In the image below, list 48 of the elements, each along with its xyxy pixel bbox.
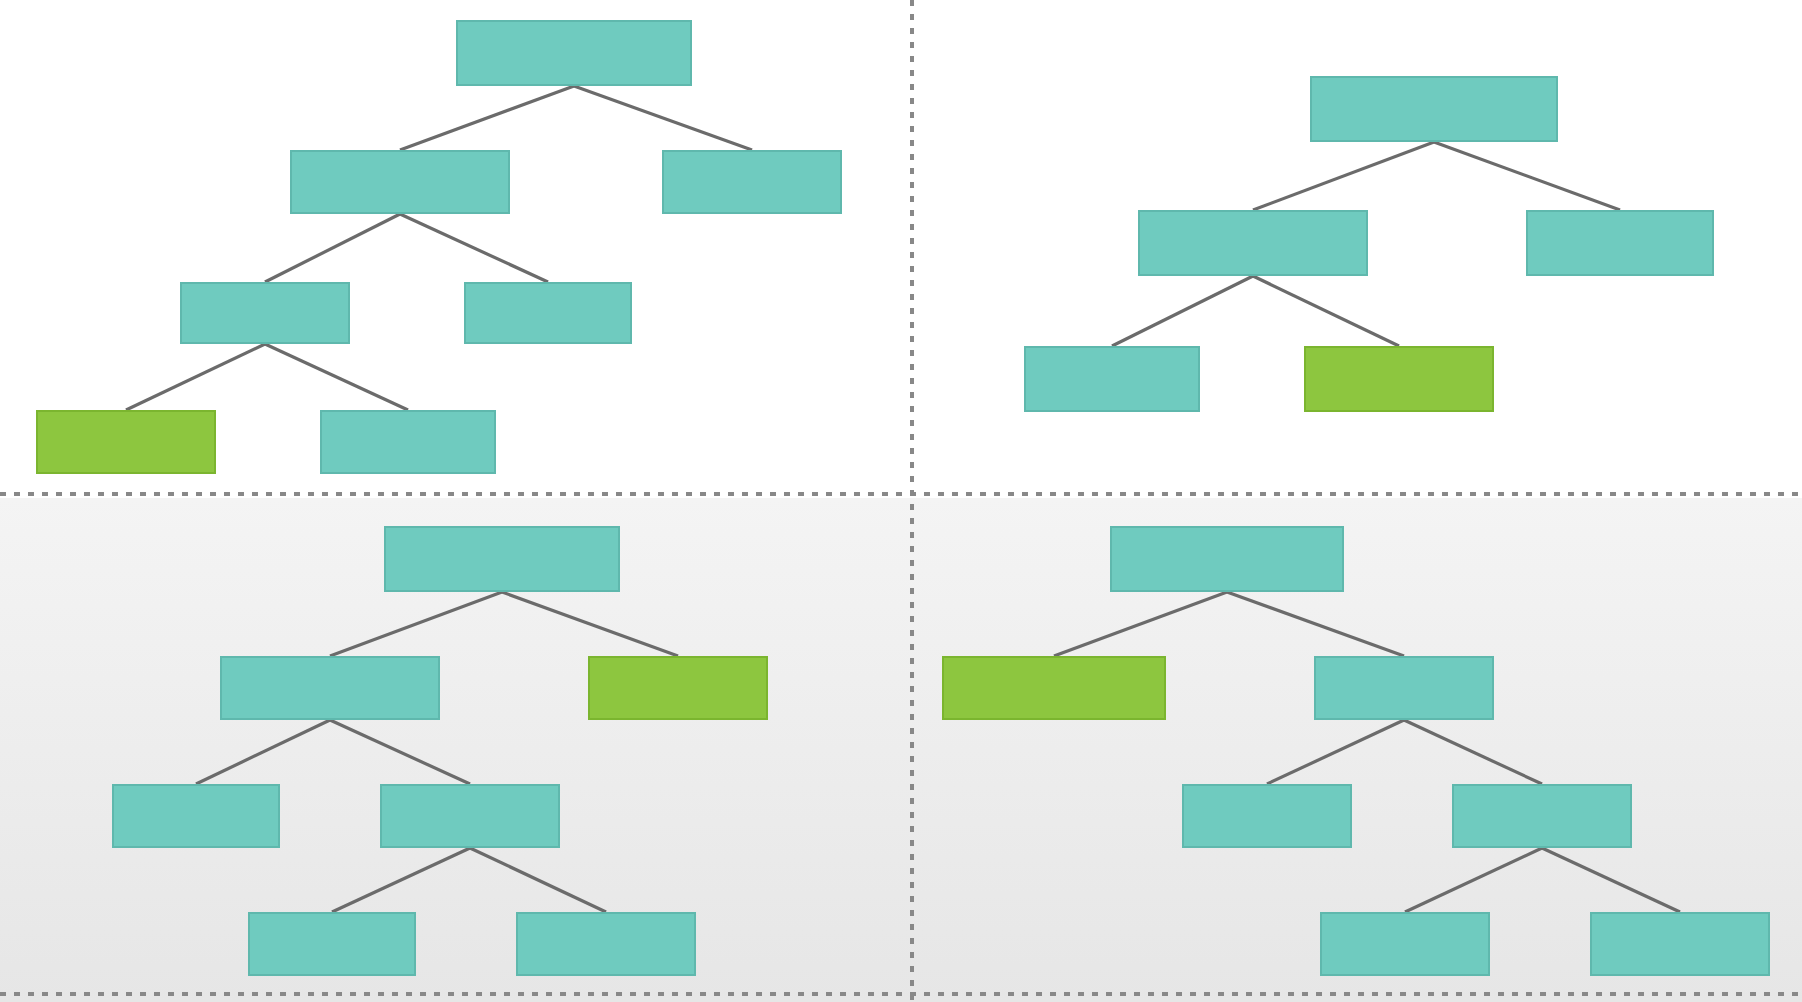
connector-line: [399, 212, 549, 284]
connector-line: [1252, 274, 1400, 348]
tree-node-box: [516, 912, 696, 976]
tree-node-box: [1314, 656, 1494, 720]
connector-line: [1226, 590, 1405, 658]
tree-node-box: [588, 656, 768, 720]
tree-node-box: [1024, 346, 1200, 412]
tree-node-box: [112, 784, 280, 848]
tree-node-box: [290, 150, 510, 214]
tree-node-box: [1110, 526, 1344, 592]
tree-node-box: [380, 784, 560, 848]
connector-line: [1433, 140, 1621, 212]
tree-node-box: [1182, 784, 1352, 848]
tree-node-box: [320, 410, 496, 474]
connector-line: [264, 342, 409, 412]
connector-line: [1266, 718, 1405, 786]
connector-line: [1053, 590, 1228, 658]
tree-node-box: [1452, 784, 1632, 848]
connector-line: [125, 342, 266, 412]
tree-node-box: [248, 912, 416, 976]
tree-node-box: [1320, 912, 1490, 976]
connector-line: [1111, 274, 1254, 348]
connector-line: [331, 846, 471, 914]
tree-node-box: [662, 150, 842, 214]
tree-node-box: [1138, 210, 1368, 276]
tree-node-box: [36, 410, 216, 474]
connector-line: [399, 84, 575, 152]
connector-line: [264, 212, 401, 284]
connector-line: [329, 590, 503, 658]
connector-line: [1541, 846, 1681, 914]
tree-node-box: [180, 282, 350, 344]
connector-line: [1252, 140, 1435, 212]
connector-line: [501, 590, 679, 658]
tree-node-box: [384, 526, 620, 592]
connector-line: [1404, 846, 1543, 914]
connector-line: [195, 718, 331, 786]
tree-node-box: [1590, 912, 1770, 976]
tree-node-box: [1310, 76, 1558, 142]
tree-node-box: [1526, 210, 1714, 276]
tree-node-box: [942, 656, 1166, 720]
tree-node-box: [220, 656, 440, 720]
connector-line: [573, 84, 753, 152]
tree-node-box: [1304, 346, 1494, 412]
tree-node-box: [464, 282, 632, 344]
connector-line: [1403, 718, 1543, 786]
connector-line: [329, 718, 471, 786]
connector-line: [469, 846, 607, 914]
tree-node-box: [456, 20, 692, 86]
